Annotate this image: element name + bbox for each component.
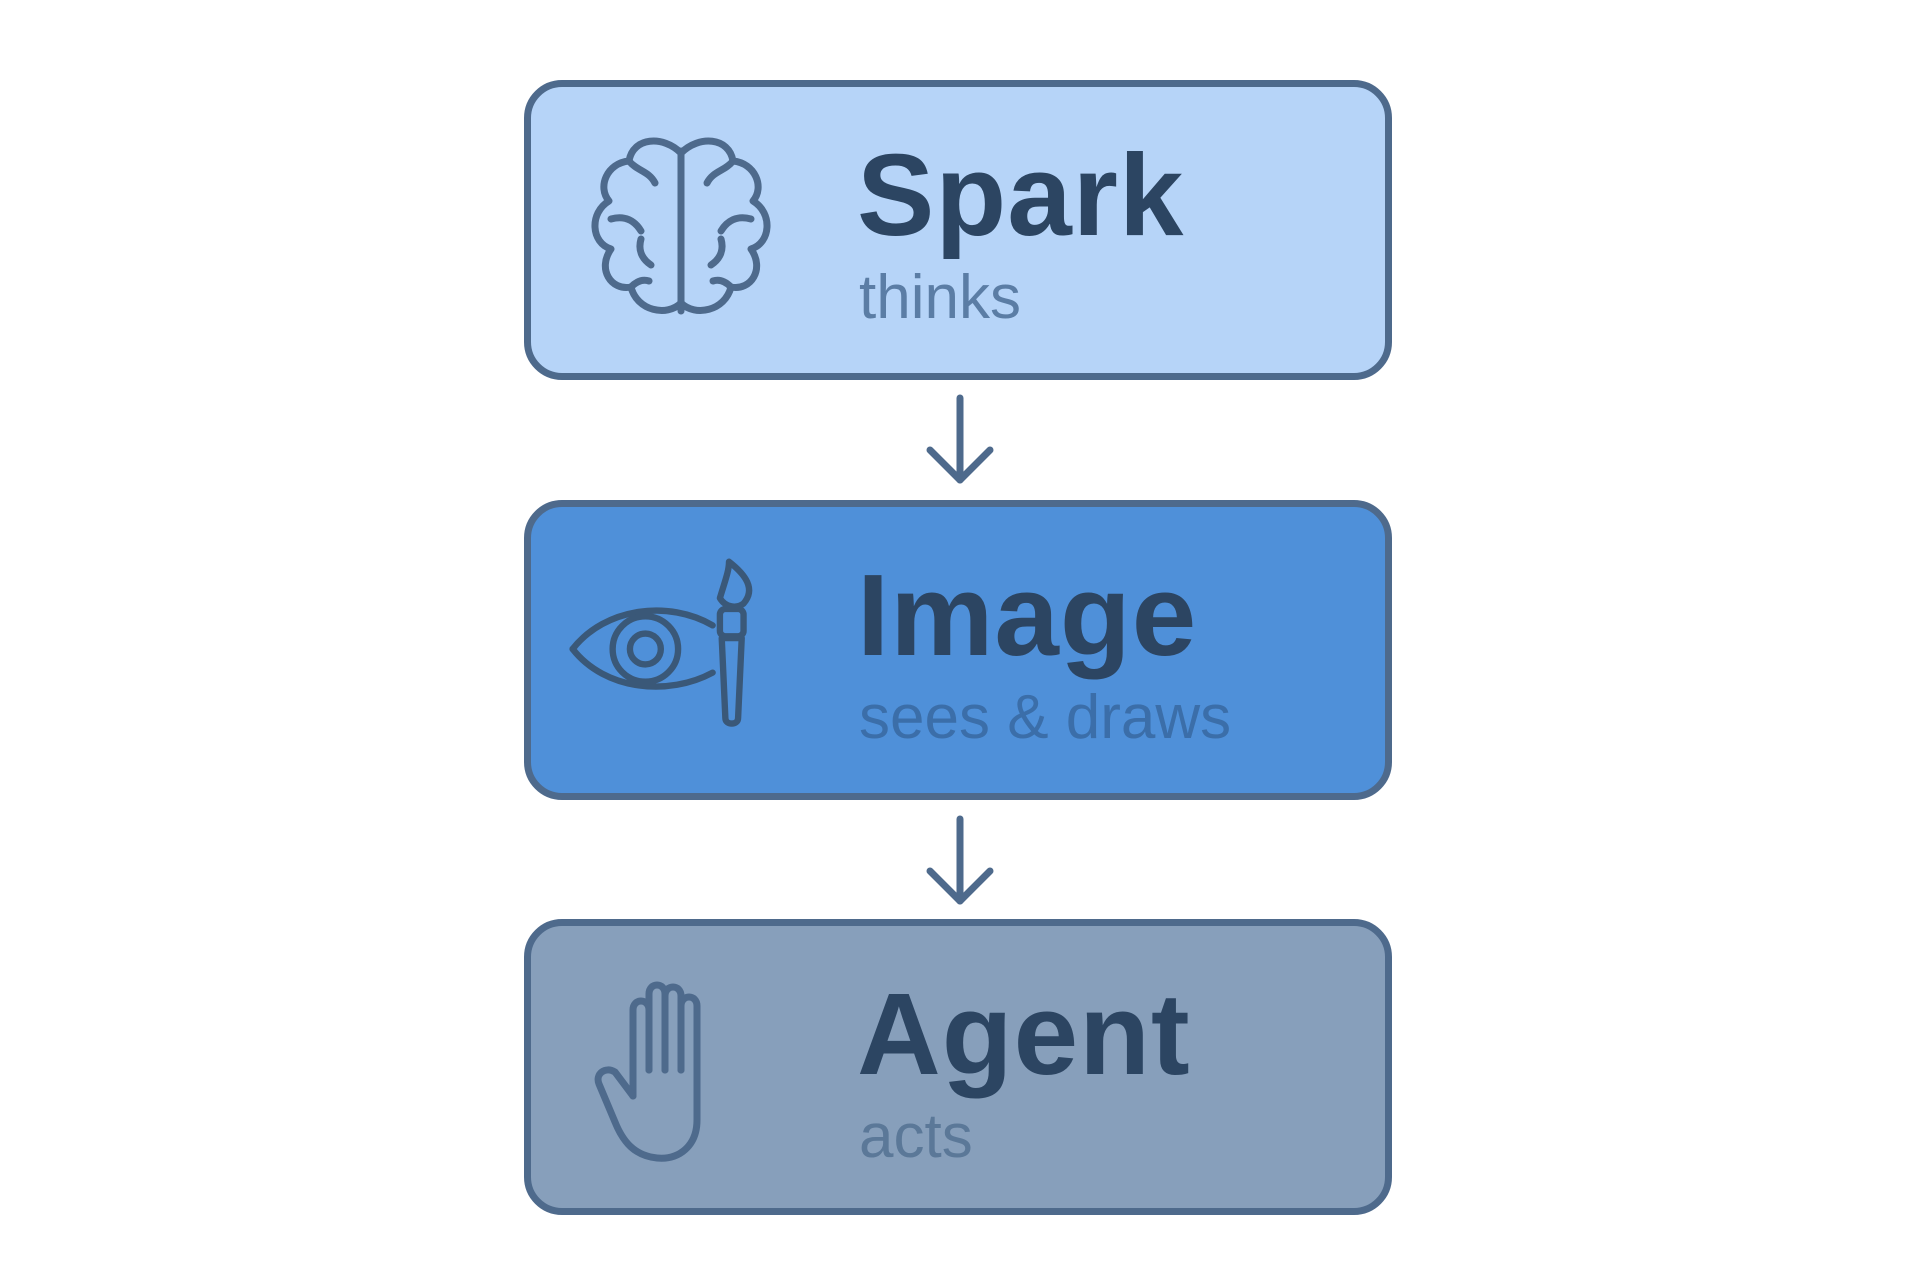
step-card-spark: Spark thinks bbox=[524, 80, 1392, 380]
step-subtitle: acts bbox=[859, 1102, 973, 1171]
step-subtitle: thinks bbox=[859, 263, 1021, 332]
brain-icon bbox=[581, 131, 781, 331]
step-title: Image bbox=[857, 550, 1198, 680]
step-title: Spark bbox=[857, 130, 1185, 260]
down-arrow-icon bbox=[920, 815, 1000, 915]
down-arrow-icon bbox=[920, 394, 1000, 494]
step-card-agent: Agent acts bbox=[524, 919, 1392, 1215]
step-subtitle: sees & draws bbox=[859, 683, 1232, 752]
step-title: Agent bbox=[857, 969, 1191, 1099]
step-card-image: Image sees & draws bbox=[524, 500, 1392, 800]
eye-brush-icon bbox=[569, 549, 769, 749]
hand-icon bbox=[581, 970, 781, 1170]
